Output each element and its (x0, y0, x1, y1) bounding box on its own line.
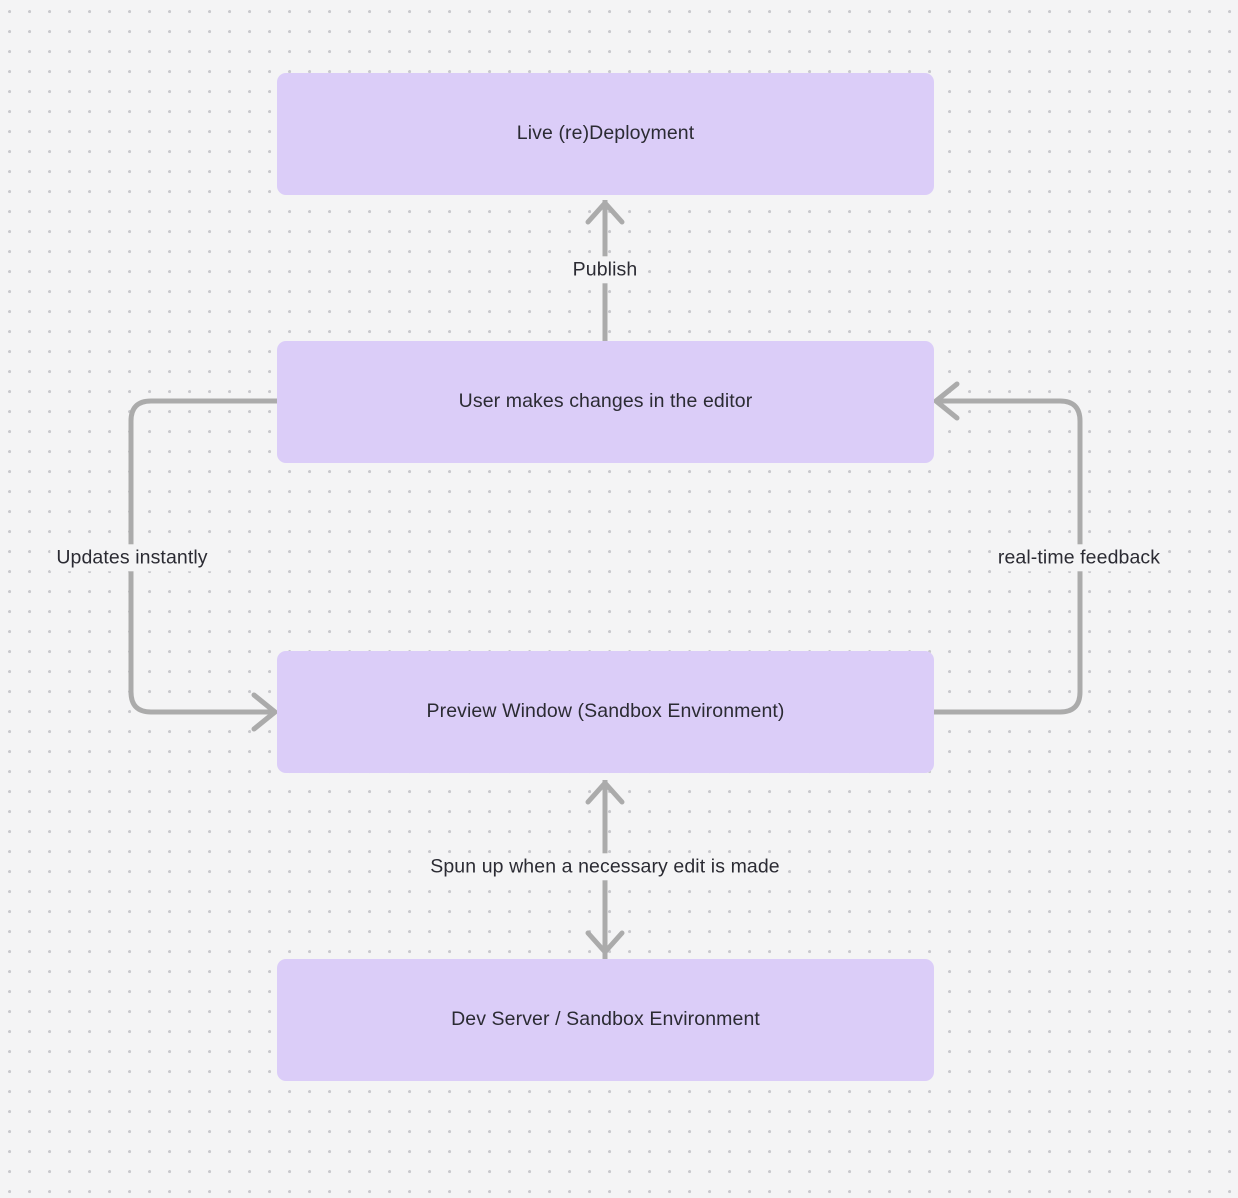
node-label: Dev Server / Sandbox Environment (451, 1008, 760, 1031)
node-label: User makes changes in the editor (458, 390, 753, 413)
node-user-makes-changes[interactable]: User makes changes in the editor (277, 341, 934, 463)
node-preview-window[interactable]: Preview Window (Sandbox Environment) (277, 651, 934, 773)
node-dev-server[interactable]: Dev Server / Sandbox Environment (277, 959, 934, 1081)
node-label: Preview Window (Sandbox Environment) (426, 700, 785, 723)
node-live-redeployment[interactable]: Live (re)Deployment (277, 73, 934, 195)
edge-label-spun-up: Spun up when a necessary edit is made (424, 853, 786, 881)
edge-label-real-time-feedback: real-time feedback (991, 544, 1167, 572)
edge-label-updates-instantly: Updates instantly (50, 544, 214, 572)
edge-label-publish: Publish (566, 256, 644, 284)
node-label: Live (re)Deployment (516, 122, 695, 145)
